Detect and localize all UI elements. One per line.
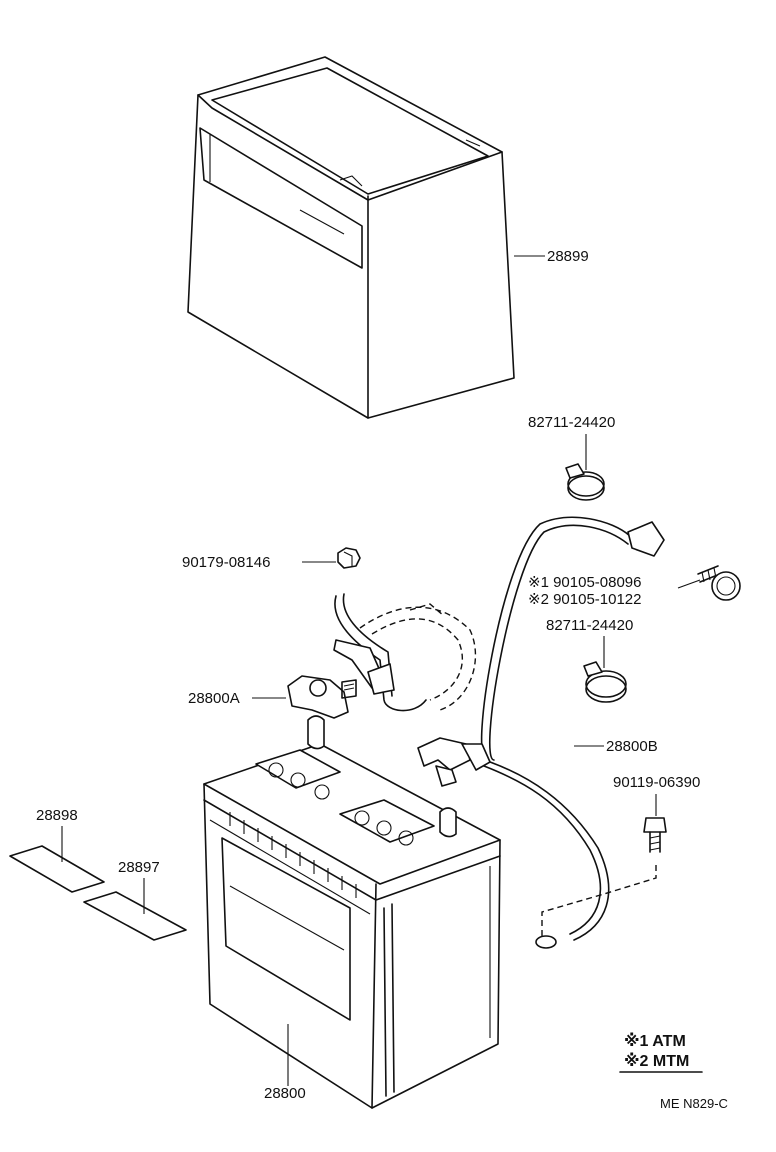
label-28800: 28800 bbox=[264, 1085, 306, 1102]
nut-drawing bbox=[337, 547, 361, 569]
leader-bolt bbox=[677, 579, 701, 589]
terminal-clamp-drawing bbox=[287, 675, 357, 719]
label-28898: 28898 bbox=[36, 807, 78, 824]
label-28800A: 28800A bbox=[188, 690, 240, 707]
label-bolt-mtm: ※2 90105-10122 bbox=[528, 591, 642, 608]
positive-cable-drawing bbox=[333, 593, 477, 712]
legend-mtm: ※2 MTM bbox=[624, 1052, 689, 1070]
label-clamp-mid: 82711-24420 bbox=[546, 617, 633, 634]
legend-atm: ※1 ATM bbox=[624, 1032, 686, 1050]
label-nut: 90179-08146 bbox=[182, 554, 270, 571]
label-plate-b-drawing bbox=[83, 891, 187, 941]
battery-cover-drawing bbox=[187, 56, 515, 419]
label-28899: 28899 bbox=[547, 248, 589, 265]
label-28897: 28897 bbox=[118, 859, 160, 876]
battery-drawing bbox=[203, 715, 501, 1109]
negative-cable-drawing bbox=[417, 516, 665, 949]
ground-bolt-drawing bbox=[643, 817, 667, 853]
hose-clamp-mid-drawing bbox=[583, 661, 627, 703]
flange-bolt-drawing bbox=[697, 565, 741, 601]
diagram-code: ME N829-C bbox=[660, 1096, 728, 1111]
hose-clamp-top-drawing bbox=[565, 463, 605, 501]
label-plate-a-drawing bbox=[9, 845, 105, 893]
label-28800B: 28800B bbox=[606, 738, 658, 755]
label-ground-bolt: 90119-06390 bbox=[613, 774, 700, 791]
label-bolt-atm: ※1 90105-08096 bbox=[528, 574, 642, 591]
label-clamp-top: 82711-24420 bbox=[528, 414, 615, 431]
